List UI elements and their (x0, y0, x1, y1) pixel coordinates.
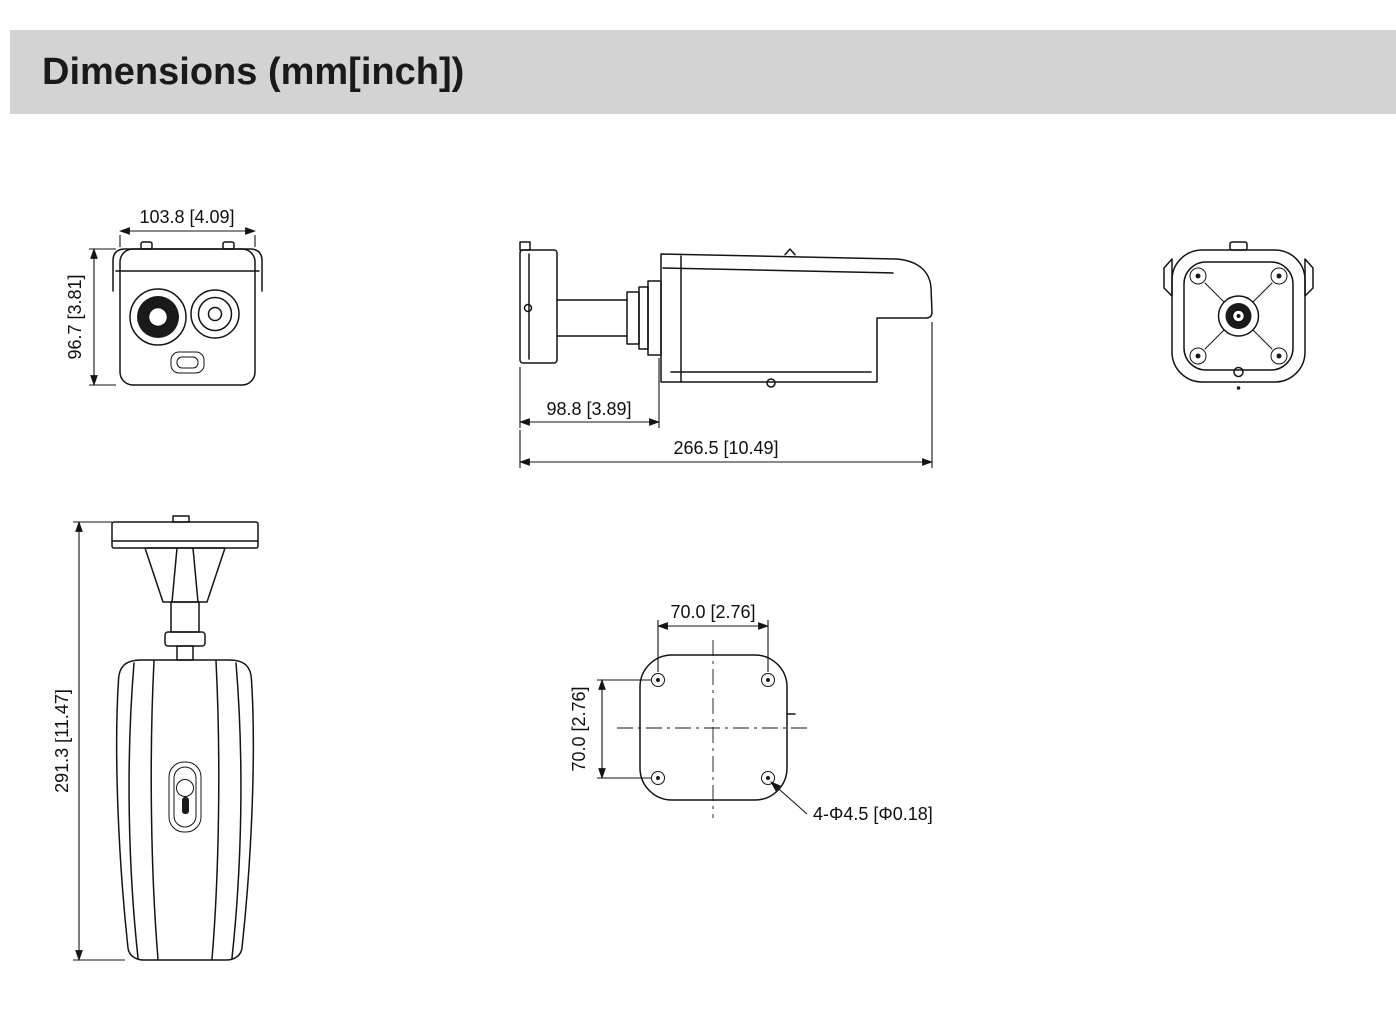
side-mount-bracket (519, 241, 558, 364)
standing-body (115, 659, 255, 961)
side-bracket-label: 98.8 [3.89] (546, 399, 631, 419)
front-width-label: 103.8 [4.09] (139, 207, 234, 227)
base-hole-leader (770, 781, 808, 815)
section-header: Dimensions (mm[inch]) (10, 30, 1396, 114)
front-height-label: 96.7 [3.81] (65, 274, 85, 359)
rear-plate (1163, 241, 1314, 383)
base-view-drawing: 70.0 [2.76] 70.0 [2.76] 4-Φ4.5 [Φ0.18] (569, 602, 933, 824)
side-bracket-dimension (518, 358, 661, 428)
front-illuminator (170, 351, 205, 374)
base-hole-callout: 4-Φ4.5 [Φ0.18] (813, 804, 933, 824)
front-width-dimension (118, 227, 257, 247)
front-height-dimension (89, 247, 116, 387)
thermal-lens (129, 288, 187, 346)
standing-bracket-neck (144, 547, 226, 661)
base-plate (639, 654, 796, 801)
base-vertical-label: 70.0 [2.76] (569, 686, 589, 771)
front-view-drawing: 103.8 [4.09] 96.7 [3.81] (65, 207, 263, 387)
side-view-drawing: 98.8 [3.89] 266.5 [10.49] (518, 241, 934, 468)
side-length-dimension (518, 322, 934, 468)
base-horizontal-dimension (656, 620, 770, 672)
base-centerlines (617, 640, 810, 818)
base-screw-holes (651, 673, 775, 785)
rear-ribs (1204, 282, 1273, 350)
base-vertical-dimension (597, 678, 651, 780)
rear-hub-connector (1217, 295, 1260, 390)
rear-view-drawing (1163, 241, 1314, 390)
rear-screws (1189, 267, 1288, 365)
side-camera-body (660, 248, 933, 388)
page-title: Dimensions (mm[inch]) (42, 50, 465, 93)
optical-lens (190, 289, 240, 339)
standing-view-drawing: 291.3 [11.47] (55, 515, 259, 962)
standing-mount-plate (111, 515, 259, 549)
standing-latch (168, 761, 202, 833)
base-horizontal-label: 70.0 [2.76] (670, 602, 755, 622)
side-length-label: 266.5 [10.49] (673, 438, 778, 458)
standing-height-label: 291.3 [11.47] (55, 689, 72, 793)
side-arm (556, 280, 662, 356)
standing-height-dimension (73, 520, 125, 962)
front-camera-outline (112, 241, 263, 386)
